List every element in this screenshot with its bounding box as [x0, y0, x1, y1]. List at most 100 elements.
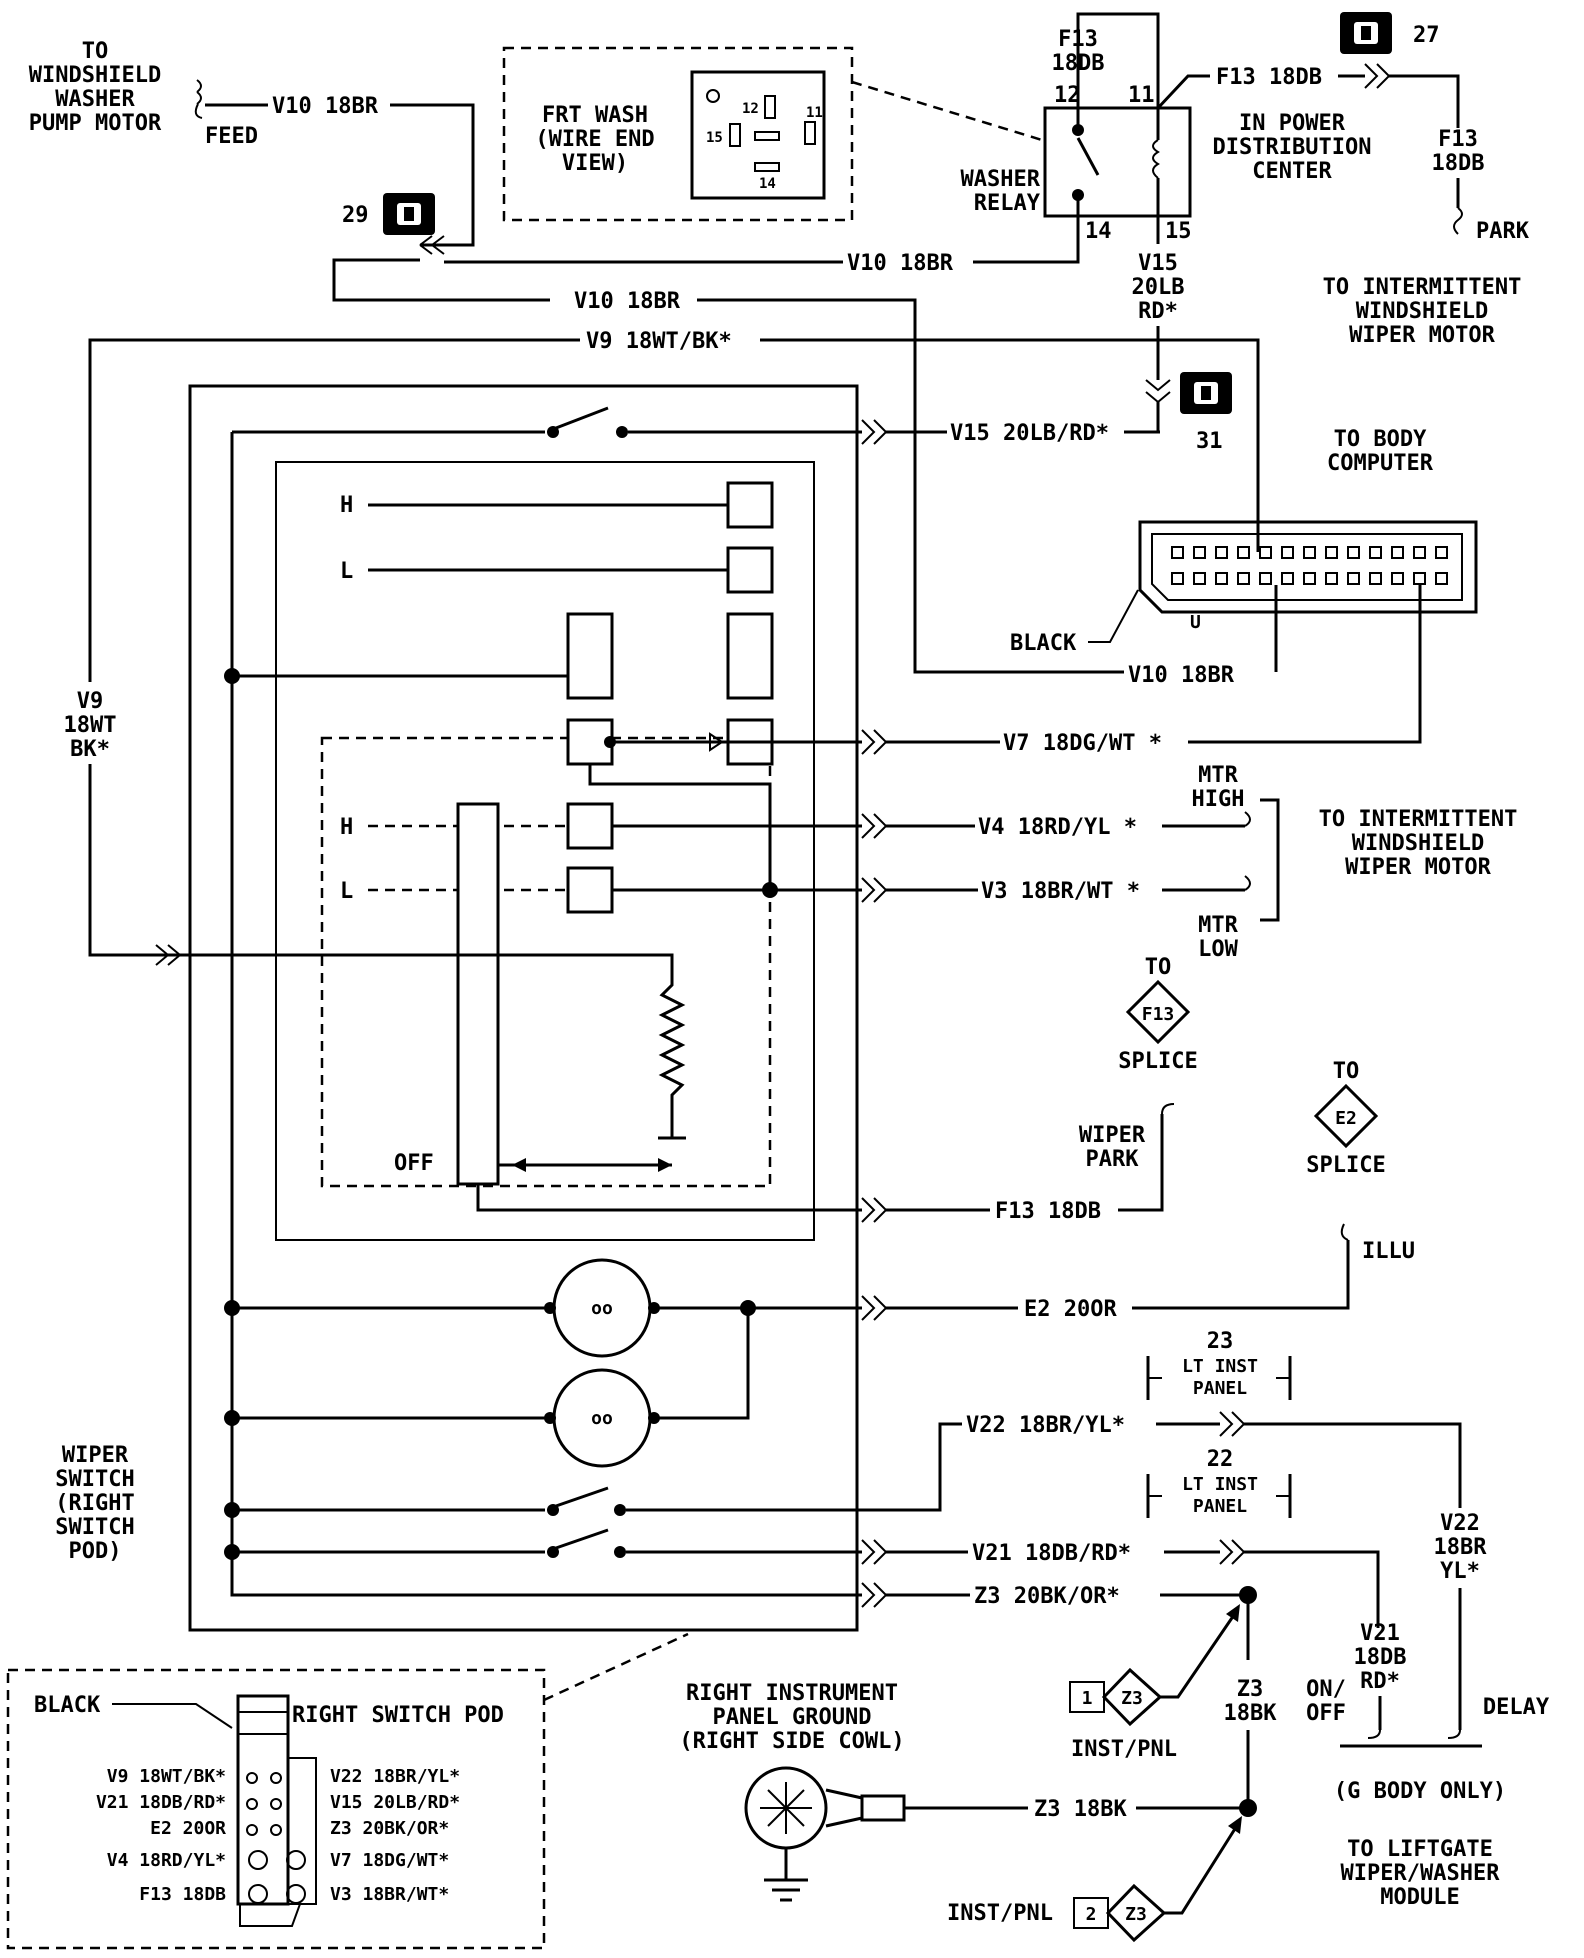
wiper-switch-line-1: WIPER	[62, 1443, 129, 1468]
e2-splice-diamond	[1313, 1083, 1379, 1149]
v9-left-chevrons	[155, 944, 181, 966]
ip-ground-line-3: (RIGHT SIDE COWL)	[679, 1729, 904, 1754]
e2-wire-label: E2 20OR	[1024, 1297, 1117, 1322]
e2-wire-b	[1132, 1240, 1350, 1310]
illu-tail	[1340, 1223, 1349, 1241]
park-connector-tail	[1453, 207, 1463, 235]
connector-29-chevrons	[419, 235, 445, 255]
f13-chevrons	[861, 1197, 888, 1223]
frt-wash-connector-face	[690, 70, 826, 200]
mtr-low-2: LOW	[1198, 937, 1238, 962]
pdc-line-3: CENTER	[1252, 159, 1332, 184]
v9-top-label: V9 18WT/BK*	[586, 329, 732, 354]
pod-small-pin	[270, 1798, 282, 1810]
pod-connector-body	[236, 1694, 317, 1927]
v9-to-body-computer	[760, 338, 1260, 552]
v22-wire-c	[1244, 1422, 1462, 1508]
relay-pin-12: 12	[1054, 83, 1081, 108]
intermittent-mid-2: WINDSHIELD	[1352, 831, 1484, 856]
body-computer-bottom-pin	[1369, 572, 1382, 585]
z3-ground-label: Z3 18BK	[1034, 1797, 1127, 1822]
v15-chevrons	[861, 419, 888, 445]
pod-small-pin	[246, 1798, 258, 1810]
lt-panel-22-line-1: LT INST	[1182, 1474, 1258, 1495]
washer-relay	[1043, 106, 1192, 218]
v7-wire-label: V7 18DG/WT *	[1003, 731, 1162, 756]
relay-internal-leads	[1076, 108, 1160, 215]
illu-label: ILLU	[1362, 1239, 1415, 1264]
v3-chevrons	[861, 877, 888, 903]
body-computer-bottom-pin	[1215, 572, 1228, 585]
body-computer-top-pin	[1391, 546, 1404, 559]
liftgate-line-1: TO LIFTGATE	[1347, 1837, 1493, 1862]
e2-splice-id: E2	[1335, 1108, 1357, 1129]
body-computer-bottom-pin	[1413, 572, 1426, 585]
intermittent-top-1: TO INTERMITTENT	[1323, 275, 1522, 300]
liftgate-line-3: MODULE	[1380, 1885, 1459, 1910]
pod-large-pin	[286, 1850, 306, 1870]
f13-wire-label: F13 18DB	[995, 1199, 1101, 1224]
body-computer-top-pin	[1215, 546, 1228, 559]
v21-vert-3: RD*	[1360, 1669, 1400, 1694]
z3-vert-1: Z3	[1237, 1677, 1264, 1702]
ip-ground-line-2: PANEL GROUND	[713, 1705, 872, 1730]
frt-wash-terminal-14	[754, 162, 780, 172]
ground-eyelet	[744, 1766, 906, 1902]
frt-wash-terminal-11	[804, 121, 816, 145]
washer-pump-line-2: WINDSHIELD	[29, 63, 161, 88]
wiper-switch-line-5: POD)	[69, 1539, 122, 1564]
v22-vert-2: 18BR	[1434, 1535, 1488, 1560]
v9-vert-1b: V9	[77, 689, 104, 714]
bus-node-4	[224, 1502, 240, 1518]
inst-pnl-1-num: 1	[1082, 1688, 1093, 1709]
connector-27: 27	[1340, 12, 1440, 54]
relay-contact-upper	[1072, 124, 1084, 136]
relay-coil	[1152, 139, 1160, 179]
v9-vert-3b: BK*	[70, 737, 110, 762]
park-label: PARK	[1476, 219, 1530, 244]
ip-ground-line-1: RIGHT INSTRUMENT	[686, 1681, 898, 1706]
v21-switch-arm	[555, 1528, 609, 1550]
connector-31-label: 31	[1196, 429, 1223, 454]
lt-panel-22-line-2: PANEL	[1193, 1496, 1247, 1517]
v3-node	[762, 882, 778, 898]
switch-off-label: OFF	[394, 1151, 434, 1176]
body-computer-top-pin	[1171, 546, 1184, 559]
frt-wash-terminal-15	[729, 123, 741, 147]
mtr-high-2: HIGH	[1192, 787, 1245, 812]
intermittent-top-3: WIPER MOTOR	[1349, 323, 1495, 348]
liftgate-connector-tails	[1367, 1729, 1461, 1739]
inst-pnl-splice-1: 1 Z3	[1069, 1604, 1240, 1727]
f13-right-vert-1: F13	[1438, 127, 1478, 152]
l-lower-contact	[566, 866, 614, 914]
v15-switch-contact	[616, 426, 628, 438]
v10-loop-wire	[332, 258, 550, 302]
body-computer-top-pin	[1347, 546, 1360, 559]
body-computer-bottom-pin	[1435, 572, 1448, 585]
body-computer-top-pin	[1259, 546, 1272, 559]
delay-slider-bar	[456, 802, 500, 1186]
pod-right-5: V3 18BR/WT*	[330, 1884, 449, 1905]
f13-park-wire	[476, 1184, 862, 1212]
pod-right-2: V15 20LB/RD*	[330, 1792, 460, 1813]
lamp-2-feed	[656, 1308, 750, 1420]
inst-pnl-1-label: INST/PNL	[1071, 1737, 1177, 1762]
body-computer-bottom-pin	[1325, 572, 1338, 585]
body-computer-bottom-pin	[1303, 572, 1316, 585]
switch-l-upper: L	[340, 559, 353, 584]
pdc-line-1: IN POWER	[1239, 111, 1346, 136]
pod-black-label: BLACK	[34, 1693, 101, 1718]
relay-14-wire	[973, 215, 1080, 264]
body-computer-top-pin	[1193, 546, 1206, 559]
v15-vert-2: 20LB	[1132, 275, 1185, 300]
v21-chevrons	[861, 1539, 888, 1565]
v22-switch-arm	[555, 1486, 609, 1508]
connector-29-label: 29	[342, 203, 369, 228]
z23-num: 23	[1207, 1329, 1234, 1354]
body-computer-top-pin	[1237, 546, 1250, 559]
fw-pin-15: 15	[706, 130, 723, 146]
bus-node-5	[224, 1544, 240, 1560]
v22-vert-1: V22	[1440, 1511, 1480, 1536]
v22-out-wire	[626, 1422, 962, 1512]
washer-pump-line-4: PUMP MOTOR	[29, 111, 162, 136]
